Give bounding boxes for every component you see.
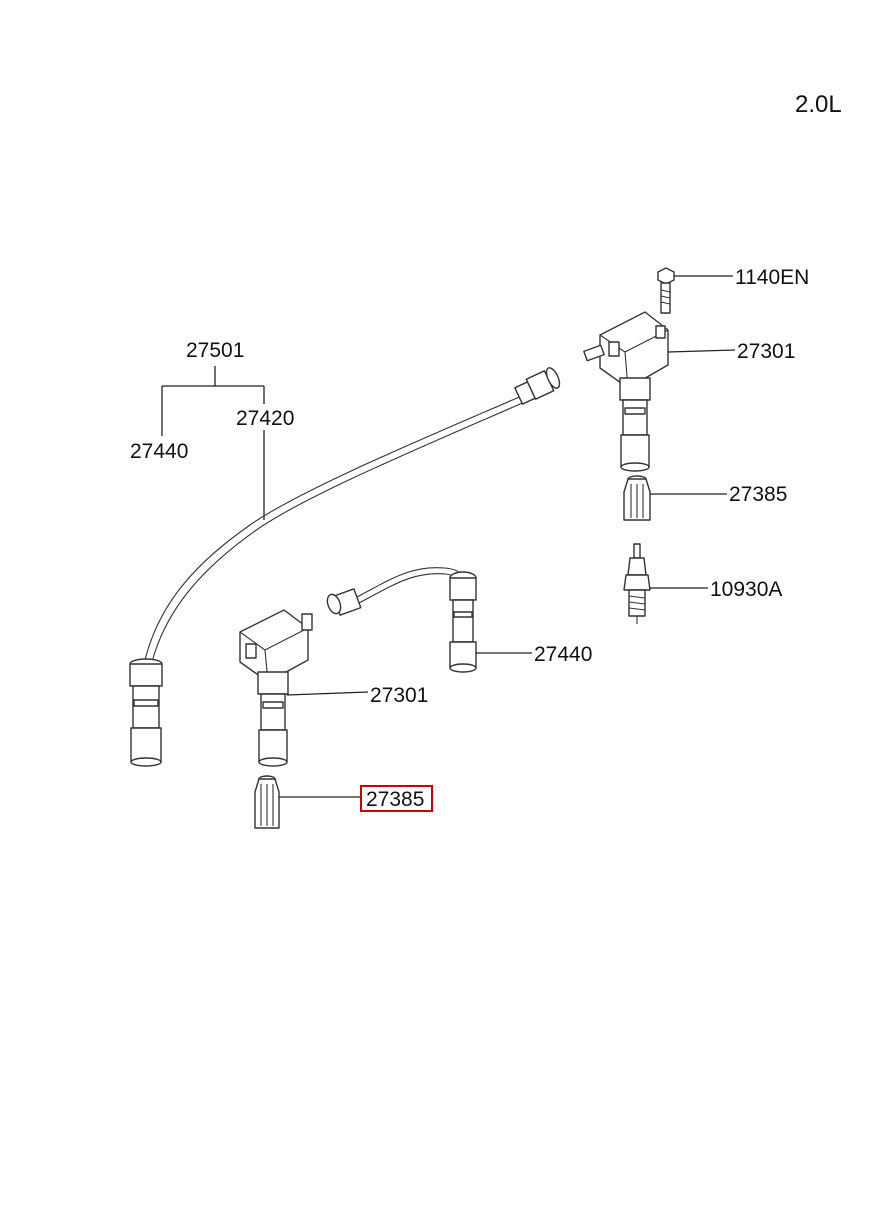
callout-cable-long[interactable]: 27420 (236, 407, 294, 430)
callout-spark-plug[interactable]: 10930A (710, 578, 782, 601)
callout-cable-left[interactable]: 27440 (130, 440, 188, 463)
bolt-part[interactable] (657, 267, 675, 314)
coil-boot-upper[interactable] (623, 475, 651, 521)
ignition-coil-lower[interactable] (239, 609, 313, 767)
callout-cable-set[interactable]: 27501 (186, 339, 244, 362)
callout-coil-lower[interactable]: 27301 (370, 684, 428, 707)
leader-coil-lower (286, 691, 369, 696)
callout-boot-upper[interactable]: 27385 (729, 483, 787, 506)
callout-coil-upper[interactable]: 27301 (737, 340, 795, 363)
callout-boot-lower[interactable]: 27385 (366, 788, 424, 811)
ignition-cable-short[interactable] (325, 567, 477, 673)
callout-bolt[interactable]: 1140EN (735, 266, 809, 289)
callout-cable-short[interactable]: 27440 (534, 643, 592, 666)
leader-coil-upper (667, 349, 736, 353)
ignition-cable-long[interactable] (129, 366, 562, 767)
highlight-box (360, 785, 433, 812)
engine-label: 2.0L (795, 91, 842, 118)
ignition-coil-upper[interactable] (583, 311, 669, 472)
cable-set-bracket (161, 366, 265, 520)
coil-boot-lower[interactable] (254, 775, 280, 829)
spark-plug[interactable] (623, 543, 651, 624)
